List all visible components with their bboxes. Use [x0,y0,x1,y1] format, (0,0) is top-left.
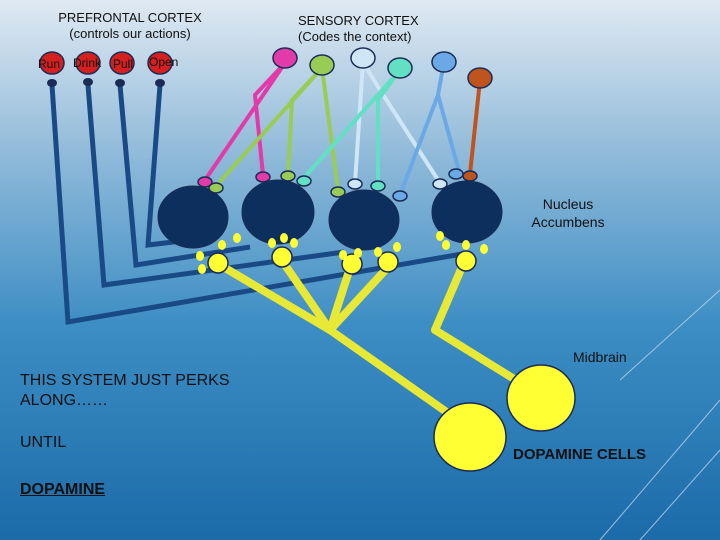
dopamine-cells [433,364,576,472]
sensory-label: SENSORY CORTEX (Codes the context) [298,13,419,45]
system-perks-line1: THIS SYSTEM JUST PERKS [20,372,230,389]
dopamine-axon-2 [281,261,334,334]
sensory-subtitle: (Codes the context) [298,29,412,44]
sensory-neuron-rust [467,67,493,89]
nucleus-accumbens-line2: Accumbens [531,214,605,230]
action-label-drink: Drink [73,56,102,70]
action-label-run: Run [38,57,61,71]
axon-green-branch2 [320,67,340,191]
action-terminal-pull [115,79,125,87]
action-neurons [39,51,173,87]
sensory-axons [203,60,482,196]
until-text: UNTIL [20,434,67,451]
dopamine-axons [216,256,544,429]
dopamine-axon-4 [326,261,394,334]
sensory-neuron-white [350,47,376,69]
axon-aqua [376,68,402,185]
dopamine-cell-1 [433,402,507,472]
action-neuron-open [147,51,173,75]
axon-pink-branch [203,61,287,182]
action-neuron-run [39,51,65,75]
system-perks-line2: ALONG…… [20,392,109,409]
axon-white-branch [353,61,365,184]
sensory-neuron-blue [431,51,457,73]
motor-axon-run [49,84,463,325]
prefrontal-subtitle: (controls our actions) [69,26,191,41]
prefrontal-title: PREFRONTAL CORTEX [58,10,202,25]
action-terminal-run [47,79,57,87]
action-terminal-open [155,79,165,87]
dopamine-axon-1 [216,261,334,334]
sensory-title: SENSORY CORTEX [298,13,419,28]
accumbens-neuron-3 [328,189,400,251]
accumbens-neuron-1 [157,185,229,249]
nucleus-accumbens-line1: Nucleus [542,196,594,212]
dopamine-axon-6 [431,256,469,334]
action-neuron-pull [109,51,135,75]
dopamine-axon-3 [326,264,354,334]
prefrontal-label: PREFRONTAL CORTEX (controls our actions) [40,10,220,42]
action-neuron-drink [75,51,101,75]
axon-aqua-branch [300,68,402,182]
dopamine-terminals [196,231,488,275]
sensory-neurons [272,47,493,89]
midbrain-label: Midbrain [573,349,627,365]
sensory-terminals [197,168,478,202]
decorative-lines [599,289,720,540]
axon-green-branch [214,66,324,188]
sensory-neuron-aqua [387,57,413,79]
action-label-open: Open [149,55,179,69]
accumbens-neuron-2 [241,179,315,245]
axon-pink [252,61,287,176]
nucleus-accumbens-label: Nucleus Accumbens [520,195,616,231]
dopamine-cell-2 [506,364,576,432]
dopamine-text: DOPAMINE [20,481,106,498]
action-label-pull: Pull [113,57,134,71]
dopamine-cells-label: DOPAMINE CELLS [513,446,647,463]
motor-axon-drink [85,84,345,288]
motor-axon-pull [117,84,251,268]
dopamine-axon-5 [326,326,469,429]
system-perks-text: THIS SYSTEM JUST PERKS ALONG…… [20,371,230,411]
axon-blue-branch [436,94,462,176]
axon-rust [468,79,482,175]
sensory-neuron-pink [272,47,298,69]
sensory-neuron-green [309,54,335,76]
action-terminal-drink [83,78,93,86]
